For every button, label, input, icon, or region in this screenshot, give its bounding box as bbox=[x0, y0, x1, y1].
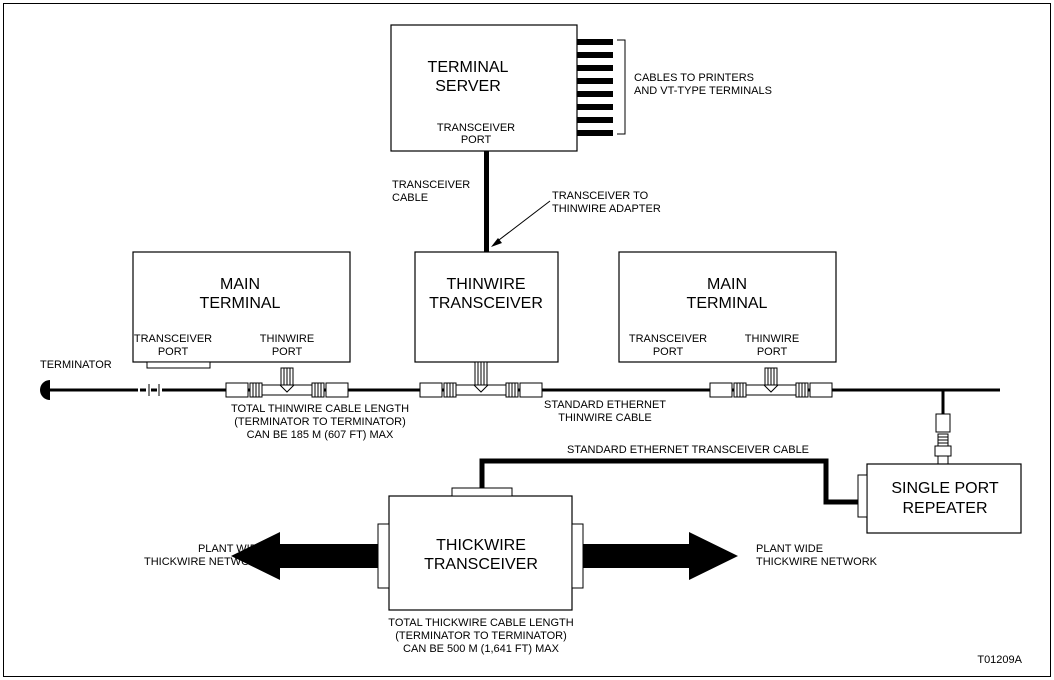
adapter-label-1: TRANSCEIVER TO bbox=[552, 190, 649, 202]
main-terminal-left-title-1: MAIN bbox=[220, 276, 260, 293]
terminal-server-port-label-1: TRANSCEIVER bbox=[437, 122, 515, 134]
std-thinwire-2: THINWIRE CABLE bbox=[558, 412, 652, 424]
terminator-label: TERMINATOR bbox=[40, 359, 112, 371]
thickwire-transceiver-right-port bbox=[571, 523, 584, 589]
thinwire-transceiver: THINWIRE TRANSCEIVER bbox=[414, 251, 559, 363]
thickwire-transceiver-left-port bbox=[377, 523, 390, 589]
main-terminal-right: MAIN TERMINAL TRANSCEIVER PORT THINWIRE … bbox=[618, 251, 837, 363]
thickwire-length-3: CAN BE 500 M (1,641 FT) MAX bbox=[403, 643, 560, 655]
main-terminal-left-port2-2: PORT bbox=[272, 346, 303, 358]
cables-bracket bbox=[617, 39, 626, 135]
terminator-icon bbox=[40, 380, 50, 400]
std-thinwire-1: STANDARD ETHERNET bbox=[544, 399, 666, 411]
thinwire-cable-to-repeater bbox=[941, 388, 1000, 418]
thinwire-transceiver-title-2: TRANSCEIVER bbox=[429, 295, 543, 312]
thickwire-transceiver-top-port bbox=[451, 487, 513, 497]
main-terminal-right-port2-1: THINWIRE bbox=[745, 333, 799, 345]
plant-right-label-1: PLANT WIDE bbox=[756, 543, 823, 555]
plant-network-right-arrow bbox=[583, 532, 738, 580]
plant-left-label-1: PLANT WIDE bbox=[198, 543, 265, 555]
thickwire-transceiver-label-2: TRANSCEIVER bbox=[424, 556, 538, 573]
transceiver-cable bbox=[484, 151, 489, 252]
thickwire-transceiver: THICKWIRE TRANSCEIVER bbox=[377, 487, 584, 611]
cables-note-2: AND VT-TYPE TERMINALS bbox=[634, 85, 772, 97]
terminal-server-title-2: SERVER bbox=[435, 78, 501, 95]
diagram-frame bbox=[3, 3, 1051, 677]
thickwire-length-1: TOTAL THICKWIRE CABLE LENGTH bbox=[388, 617, 573, 629]
thickwire-transceiver-label-1: THICKWIRE bbox=[436, 537, 526, 554]
adapter-pointer bbox=[494, 200, 551, 244]
terminal-server: TERMINAL SERVER TRANSCEIVER PORT bbox=[390, 24, 578, 152]
t-connector-icon bbox=[225, 367, 349, 398]
server-output-cables bbox=[577, 39, 613, 136]
repeater-port bbox=[857, 474, 868, 518]
thinwire-length-1: TOTAL THINWIRE CABLE LENGTH bbox=[231, 403, 409, 415]
repeater-connector-icon bbox=[934, 413, 952, 465]
cables-note-1: CABLES TO PRINTERS bbox=[634, 72, 754, 84]
transceiver-cable-label-2: CABLE bbox=[392, 192, 428, 204]
main-terminal-left-port1-1: TRANSCEIVER bbox=[134, 333, 212, 345]
main-terminal-left-transceiver-port bbox=[146, 361, 211, 369]
terminal-server-title-1: TERMINAL bbox=[428, 59, 509, 76]
t-connector-icon bbox=[709, 367, 833, 398]
figure-id: T01209A bbox=[977, 654, 1022, 666]
main-terminal-left: MAIN TERMINAL TRANSCEIVER PORT THINWIRE … bbox=[132, 251, 351, 369]
main-terminal-left-port2-1: THINWIRE bbox=[260, 333, 314, 345]
repeater-label-1: SINGLE PORT bbox=[891, 480, 999, 497]
cable-break-icon bbox=[138, 384, 168, 396]
thickwire-length-2: (TERMINATOR TO TERMINATOR) bbox=[395, 630, 567, 642]
single-port-repeater: SINGLE PORT REPEATER bbox=[857, 463, 1022, 534]
adapter-pointer-arrowhead bbox=[491, 238, 502, 247]
thinwire-length-2: (TERMINATOR TO TERMINATOR) bbox=[234, 416, 406, 428]
main-terminal-right-port2-2: PORT bbox=[757, 346, 788, 358]
std-transceiver-cable-label: STANDARD ETHERNET TRANSCEIVER CABLE bbox=[567, 444, 809, 456]
plant-left-label-2: THICKWIRE NETWORK bbox=[144, 556, 266, 568]
terminal-server-port-label-2: PORT bbox=[461, 134, 492, 146]
plant-right-label-2: THICKWIRE NETWORK bbox=[756, 556, 878, 568]
main-terminal-right-title-1: MAIN bbox=[707, 276, 747, 293]
plant-network-left-arrow bbox=[231, 532, 378, 580]
adapter-label-2: THINWIRE ADAPTER bbox=[552, 203, 661, 215]
thinwire-transceiver-title-1: THINWIRE bbox=[446, 276, 525, 293]
repeater-label-2: REPEATER bbox=[902, 500, 987, 517]
main-terminal-left-port1-2: PORT bbox=[158, 346, 189, 358]
thinwire-length-3: CAN BE 185 M (607 FT) MAX bbox=[247, 429, 394, 441]
transceiver-cable-label-1: TRANSCEIVER bbox=[392, 179, 470, 191]
main-terminal-right-port1-2: PORT bbox=[653, 346, 684, 358]
std-transceiver-cable bbox=[479, 458, 858, 505]
main-terminal-left-title-2: TERMINAL bbox=[200, 295, 281, 312]
main-terminal-right-title-2: TERMINAL bbox=[687, 295, 768, 312]
main-terminal-right-port1-1: TRANSCEIVER bbox=[629, 333, 707, 345]
t-connector-icon bbox=[419, 361, 543, 398]
